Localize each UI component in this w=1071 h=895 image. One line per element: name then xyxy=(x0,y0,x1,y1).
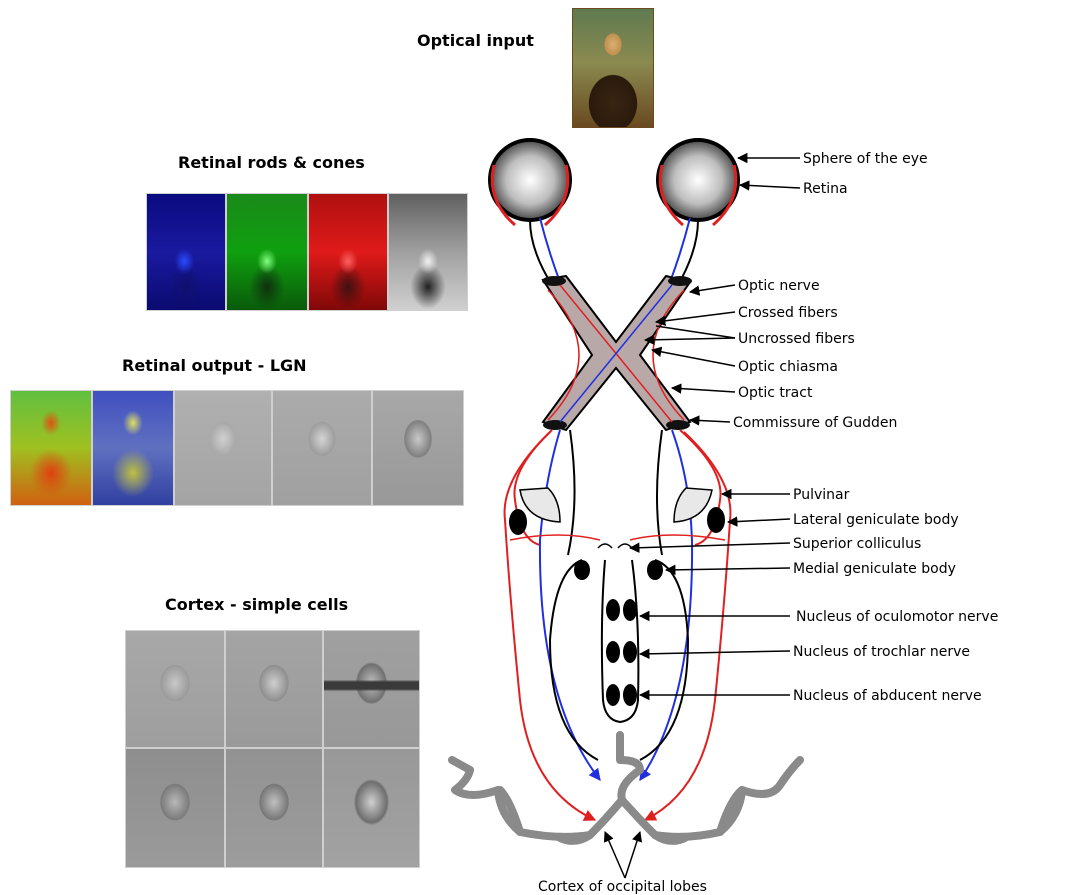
label-optic-chiasma: Optic chiasma xyxy=(738,359,838,375)
label-nucleus-abducent: Nucleus of abducent nerve xyxy=(793,688,982,704)
label-superior-colliculus: Superior colliculus xyxy=(793,536,921,552)
label-medial-geniculate-body: Medial geniculate body xyxy=(793,561,956,577)
label-commissure-of-gudden: Commissure of Gudden xyxy=(733,415,897,431)
label-sphere-of-eye: Sphere of the eye xyxy=(803,151,928,167)
label-crossed-fibers: Crossed fibers xyxy=(738,305,838,321)
left-lateral-geniculate xyxy=(509,488,560,535)
label-retina: Retina xyxy=(803,181,848,197)
label-lateral-geniculate-body: Lateral geniculate body xyxy=(793,512,959,528)
occipital-cortex xyxy=(452,735,800,841)
label-optic-nerve: Optic nerve xyxy=(738,278,820,294)
right-lateral-geniculate xyxy=(674,488,725,533)
left-optic-nerve xyxy=(530,220,552,285)
right-eye xyxy=(658,139,738,225)
brainstem-nuclei xyxy=(602,560,639,722)
label-nucleus-oculomotor: Nucleus of oculomotor nerve xyxy=(796,609,998,625)
label-optic-tract: Optic tract xyxy=(738,385,813,401)
left-eye xyxy=(490,139,570,225)
label-cortex-occipital-lobes: Cortex of occipital lobes xyxy=(538,879,707,895)
label-pulvinar: Pulvinar xyxy=(793,487,850,503)
label-uncrossed-fibers: Uncrossed fibers xyxy=(738,331,855,347)
label-nucleus-trochlar: Nucleus of trochlar nerve xyxy=(793,644,970,660)
